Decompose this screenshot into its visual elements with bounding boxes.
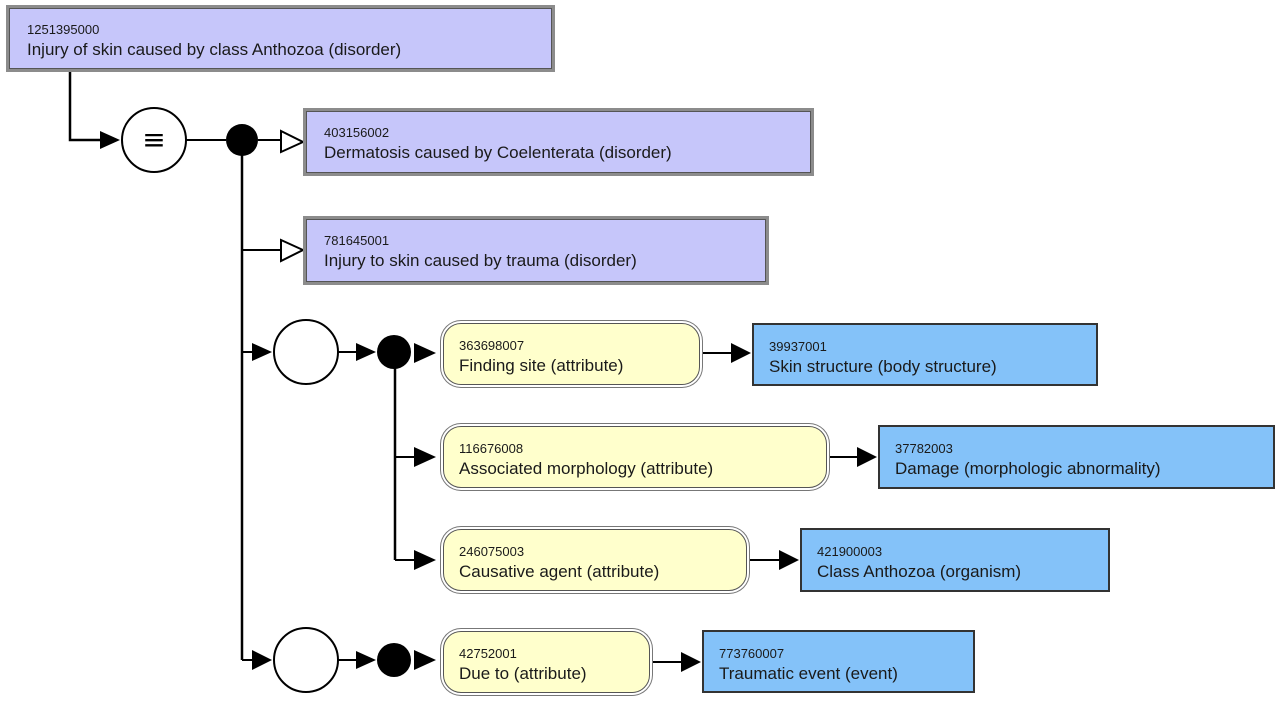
- value-term: Skin structure (body structure): [769, 357, 997, 376]
- value-sctid: 773760007: [719, 646, 785, 661]
- concept-term: Injury to skin caused by trauma (disorde…: [324, 251, 637, 270]
- arrowhead: [356, 651, 376, 669]
- arrowhead: [356, 343, 376, 361]
- attribute-node[interactable]: 363698007 Finding site (attribute): [443, 323, 700, 385]
- is-a-arrow-1: [280, 129, 306, 154]
- conjunction-dot-group1: [377, 335, 411, 369]
- concept-sctid: 403156002: [324, 125, 390, 140]
- attribute-term: Finding site (attribute): [459, 356, 624, 375]
- value-sctid: 37782003: [895, 441, 953, 456]
- concept-sctid: 1251395000: [27, 22, 100, 37]
- focus-to-definition-line: [68, 71, 102, 142]
- arrowhead: [731, 343, 751, 363]
- attribute-node[interactable]: 246075003 Causative agent (attribute): [443, 529, 747, 591]
- value-term: Traumatic event (event): [719, 664, 898, 683]
- conjunction-dot: [226, 124, 258, 156]
- concept-term: Dermatosis caused by Coelenterata (disor…: [324, 143, 672, 162]
- attribute-term: Associated morphology (attribute): [459, 459, 714, 478]
- concept-term: Injury of skin caused by class Anthozoa …: [27, 40, 402, 59]
- attribute-sctid: 42752001: [459, 646, 517, 661]
- arrowhead: [681, 652, 701, 672]
- arrowhead: [252, 650, 272, 670]
- arrowhead: [414, 343, 436, 363]
- parent-concept[interactable]: 781645001 Injury to skin caused by traum…: [303, 216, 769, 285]
- value-concept[interactable]: 773760007 Traumatic event (event): [702, 630, 975, 693]
- is-a-arrow-2: [280, 238, 306, 263]
- value-term: Damage (morphologic abnormality): [895, 459, 1161, 478]
- value-concept[interactable]: 39937001 Skin structure (body structure): [752, 323, 1098, 386]
- conjunction-dot-group2: [377, 643, 411, 677]
- concept-sctid: 781645001: [324, 233, 390, 248]
- attribute-sctid: 116676008: [459, 441, 524, 456]
- value-sctid: 421900003: [817, 544, 883, 559]
- focus-concept[interactable]: 1251395000 Injury of skin caused by clas…: [6, 5, 555, 72]
- arrowhead: [414, 650, 436, 670]
- attribute-sctid: 363698007: [459, 338, 525, 353]
- attribute-term: Due to (attribute): [459, 664, 587, 683]
- arrowhead: [414, 447, 436, 467]
- attribute-sctid: 246075003: [459, 544, 525, 559]
- role-group-circle-1: [273, 319, 339, 385]
- arrowhead: [779, 550, 799, 570]
- value-concept[interactable]: 37782003 Damage (morphologic abnormality…: [878, 425, 1275, 489]
- value-concept[interactable]: 421900003 Class Anthozoa (organism): [800, 528, 1110, 592]
- equivalence-icon: ≡: [142, 123, 165, 156]
- arrowhead: [857, 447, 877, 467]
- value-sctid: 39937001: [769, 339, 827, 354]
- attribute-term: Causative agent (attribute): [459, 562, 660, 581]
- parent-concept[interactable]: 403156002 Dermatosis caused by Coelenter…: [303, 108, 814, 176]
- attribute-node[interactable]: 42752001 Due to (attribute): [443, 631, 650, 693]
- arrowhead: [414, 550, 436, 570]
- role-group-circle-2: [273, 627, 339, 693]
- attribute-node[interactable]: 116676008 Associated morphology (attribu…: [443, 426, 827, 488]
- arrowhead: [252, 343, 272, 361]
- value-term: Class Anthozoa (organism): [817, 562, 1022, 581]
- arrowhead: [100, 131, 120, 149]
